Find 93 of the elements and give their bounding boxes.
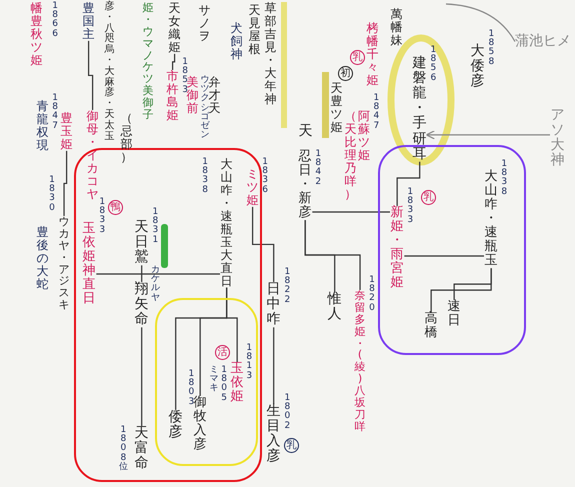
name-label: 豊後の大蛇 (36, 226, 50, 291)
lineage-line (88, 40, 94, 110)
name-label: 新姫・雨宮姫 (390, 206, 404, 290)
name-label: 天豊ツ姫 (330, 82, 344, 134)
name-label: 翔矢命 (134, 282, 150, 328)
side-note: 1831 (151, 208, 160, 245)
side-note: 1856 (429, 46, 438, 83)
name-label: 栲幡千々姫 (366, 22, 380, 87)
lineage-line (63, 150, 68, 216)
circled-mark: 乳 (421, 190, 436, 205)
arrow (426, 130, 550, 140)
name-label: ミツ姫 (246, 168, 260, 207)
side-note: 1858 (487, 30, 496, 67)
lineage-line (304, 220, 361, 290)
lineage-line (446, 3, 516, 42)
side-note: 1833 (98, 198, 106, 235)
side-note: 1838 (500, 160, 508, 197)
lineage-line (172, 54, 176, 70)
name-label: 日中咋 (266, 282, 282, 328)
side-note: 1847 (51, 94, 59, 131)
side-note: 1838 (201, 158, 209, 195)
name-label: 生目入彦 (266, 404, 282, 464)
name-label: 阿蘇ツ姫 (357, 110, 370, 162)
circled-mark: 乳 (284, 438, 299, 453)
circled-mark: 乳 (350, 50, 365, 65)
circled-mark: 鴨 (108, 200, 123, 215)
side-note: ウツクシゴゼン (200, 76, 210, 140)
name-label: 速日 (447, 300, 462, 328)
side-note: 1803 (187, 370, 194, 407)
name-label: 高橋 (424, 312, 438, 340)
side-note: 1813 (245, 344, 254, 381)
side-note: 1833 (406, 188, 414, 225)
name-label: 大山咋・速瓶玉 (484, 170, 498, 268)
name-label: 忍日・新彦 (298, 150, 312, 220)
side-note: 1822 (283, 268, 292, 305)
name-label: 市杵島姫 (166, 70, 180, 122)
name-label: 倭彦 (168, 410, 184, 440)
lineage-line (454, 268, 492, 300)
side-note: 1853 (181, 58, 188, 95)
side-note: 1830 (48, 176, 56, 213)
name-label: 豊国主 (82, 2, 96, 41)
name-label: 彦・八咫烏・大麻彦・天太玉 (104, 2, 115, 142)
name-label: 惟人 (327, 292, 342, 322)
name-label: 犬飼神 (230, 22, 244, 61)
circled-mark: 活 (215, 345, 230, 360)
name-label: 草部吉見・大年神 (264, 2, 278, 106)
name-label: 青龍权現 (36, 100, 50, 152)
name-label: 蒲池ヒメ (515, 34, 571, 50)
name-label: 大倭彦 (470, 44, 486, 90)
name-label: 御母・イカコヤ (86, 110, 100, 201)
side-note: 1842 (314, 150, 322, 187)
lineage-line (141, 265, 142, 282)
side-note: 1808位 (118, 426, 128, 472)
lineage-line (252, 206, 274, 282)
name-label: 奈留多姫・(綾)八坂刀咩 (354, 290, 366, 432)
name-label: 大山咋・速瓶玉大直日 (220, 158, 234, 288)
side-note: 1805 (220, 366, 228, 403)
group-outline (378, 145, 526, 355)
name-label: （忌部） (120, 112, 134, 164)
name-label: （天比理乃咩） (344, 110, 358, 201)
name-label: 天日鷲 (134, 220, 150, 266)
name-label: 幡豊秋ツ姫 (30, 2, 44, 67)
lineage-line (226, 288, 238, 362)
name-label: 建磐龍・手研耳 (412, 56, 428, 162)
name-label: 玉依姫 (230, 362, 244, 404)
name-label: 御牧入彦 (194, 396, 208, 452)
lineage-line (312, 211, 390, 213)
name-label: 弁才天 (208, 76, 222, 115)
name-label: 天女織姫 (168, 2, 182, 54)
name-label: サノヲ (198, 4, 212, 43)
side-note: 1847 (372, 94, 380, 131)
side-note: ミマキ (209, 366, 220, 394)
name-label: 天 (298, 124, 314, 140)
name-label: 天見屋根 (248, 4, 262, 56)
side-note: 1866 (51, 2, 59, 39)
side-note: カケルヤ (150, 266, 160, 303)
lineage-line (273, 327, 274, 404)
name-label: アソ大神 (550, 108, 566, 168)
name-label: ウカヤ・アジスキ (58, 216, 70, 311)
side-note: 1836 (261, 158, 269, 195)
side-note: 1820 (368, 276, 376, 313)
name-label: 玉依姫神直日 (82, 222, 96, 306)
lineage-line (141, 327, 142, 426)
name-label: 姫・ウマノケツ美御子 (142, 2, 154, 121)
name-label: 豊玉姫 (60, 112, 74, 151)
name-label: 美御前 (186, 76, 200, 115)
lineage-line (96, 273, 220, 275)
name-label: 天富命 (134, 426, 150, 472)
side-note: 1802 (283, 394, 292, 431)
lineage-line (396, 162, 420, 206)
name-label: 萬幡妹 (390, 8, 404, 47)
circled-mark: 初 (338, 66, 353, 81)
lineage-line (404, 255, 484, 257)
